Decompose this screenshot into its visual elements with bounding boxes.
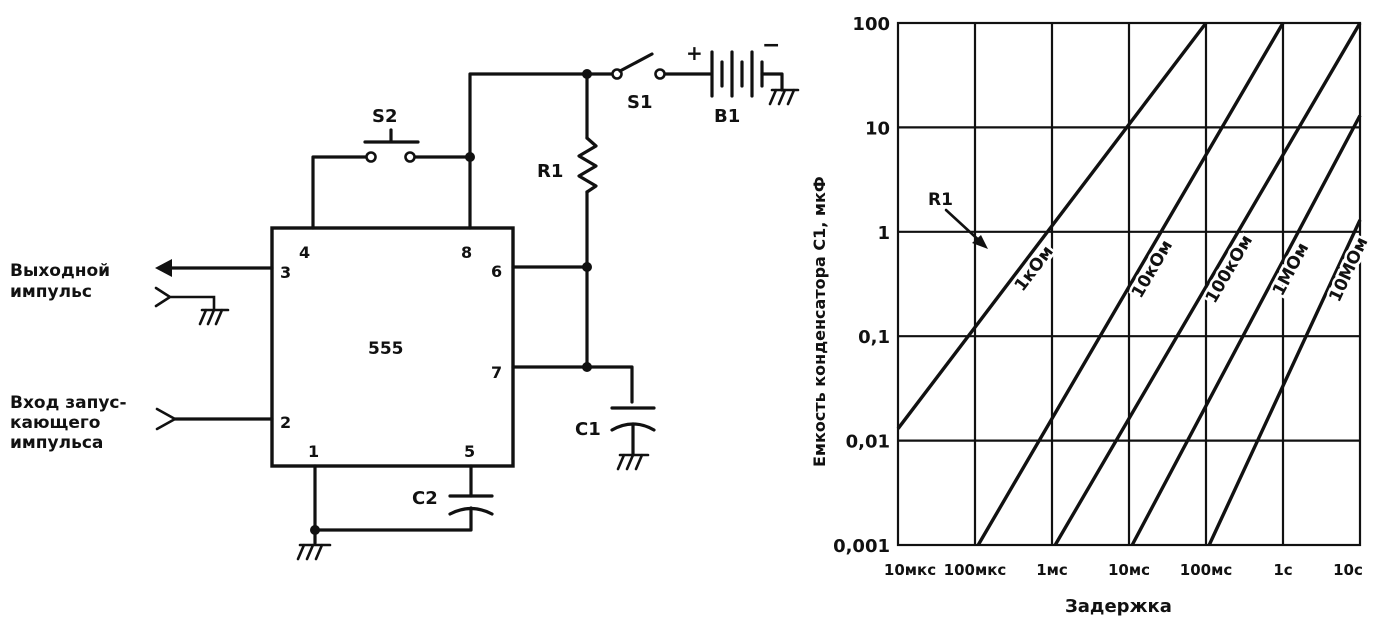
capacitor-c1 xyxy=(610,406,656,471)
x-tick-labels: 10мкс 100мкс 1мс 10мс 100мс 1с 10с xyxy=(884,561,1363,579)
y-tick-label: 0,1 xyxy=(858,327,890,348)
y-tick-label: 0,01 xyxy=(846,432,890,453)
input-label-line1: Вход запус- xyxy=(10,393,127,413)
y-tick-label: 10 xyxy=(865,118,890,139)
series-label: 10МОм xyxy=(1325,234,1372,305)
y-axis-label: Емкость конденсатора С1, мкФ xyxy=(810,176,829,467)
pin-5: 5 xyxy=(464,442,475,461)
x-tick-label: 10мкс xyxy=(884,561,936,579)
output-arrow-icon xyxy=(155,259,172,277)
input-label-line3: импульса xyxy=(10,433,103,453)
junction-pin7 xyxy=(582,362,592,372)
resistor-r1 xyxy=(577,136,598,194)
b1-label: B1 xyxy=(714,106,740,127)
x-tick-label: 1с xyxy=(1273,561,1292,579)
series-line-1 xyxy=(976,22,1285,546)
ground-icon xyxy=(296,543,332,561)
x-tick-label: 100мс xyxy=(1180,561,1232,579)
x-tick-label: 10мс xyxy=(1108,561,1150,579)
series-label: 100кОм xyxy=(1202,232,1257,307)
input-connector-icon xyxy=(155,407,178,431)
junction-pin6 xyxy=(582,262,592,272)
c1-label: C1 xyxy=(575,419,601,440)
x-tick-label: 1мс xyxy=(1036,561,1068,579)
series-line-0 xyxy=(896,21,1208,430)
series-line-4 xyxy=(1207,219,1362,546)
battery-plus: + xyxy=(686,41,703,65)
pin-3: 3 xyxy=(280,263,291,282)
pin-4: 4 xyxy=(299,243,310,262)
legend-title-r1: R1 xyxy=(928,190,953,210)
pin-8: 8 xyxy=(461,243,472,262)
battery-minus: − xyxy=(762,33,780,58)
y-tick-label: 0,001 xyxy=(833,536,890,557)
series-line-3 xyxy=(1130,114,1362,546)
output-label-line1: Выходной xyxy=(10,261,110,281)
x-tick-label: 10с xyxy=(1333,561,1363,579)
c2-label: C2 xyxy=(412,488,438,509)
chart-grid xyxy=(896,21,1362,547)
junction-ground xyxy=(310,525,320,535)
chart-series xyxy=(896,21,1362,546)
battery-b1 xyxy=(710,50,764,98)
series-line-2 xyxy=(1053,22,1362,546)
legend-pointer-line xyxy=(944,208,985,246)
ground-icon xyxy=(768,88,800,106)
r1-label: R1 xyxy=(537,161,563,182)
legend-arrow-icon xyxy=(972,235,988,249)
y-tick-label: 1 xyxy=(877,223,890,244)
circuit-diagram: 555 4 8 3 6 7 2 1 5 S2 S1 xyxy=(10,33,800,561)
y-tick-labels: 100 10 1 0,1 0,01 0,001 xyxy=(833,14,890,557)
y-tick-label: 100 xyxy=(852,14,890,35)
capacitor-c2 xyxy=(313,494,494,532)
pin-7: 7 xyxy=(491,363,502,382)
pin-2: 2 xyxy=(280,413,291,432)
s2-label: S2 xyxy=(372,106,398,127)
wire-pin4-s2 xyxy=(311,155,369,230)
wire-pin7-c1 xyxy=(511,365,634,404)
ic-555-body xyxy=(270,226,515,468)
pin-6: 6 xyxy=(491,262,502,281)
series-label: 1МОм xyxy=(1269,240,1313,300)
ic-label: 555 xyxy=(368,339,404,359)
x-axis-label: Задержка xyxy=(1065,596,1172,617)
x-tick-label: 100мкс xyxy=(944,561,1007,579)
switch-s1 xyxy=(611,52,666,80)
output-label-line2: импульс xyxy=(10,282,92,302)
delay-chart: 100 10 1 0,1 0,01 0,001 10мкс 100мкс 1мс 10мс 100… xyxy=(810,14,1375,617)
junction-pin8 xyxy=(465,152,475,162)
wire-battery-ground xyxy=(760,72,784,92)
output-ground-icon xyxy=(154,286,230,326)
s1-label: S1 xyxy=(627,92,653,113)
pin-1: 1 xyxy=(308,442,319,461)
switch-s2 xyxy=(363,128,420,163)
input-label-line2: кающего xyxy=(10,413,100,433)
wire-pin8-rail xyxy=(468,72,589,230)
